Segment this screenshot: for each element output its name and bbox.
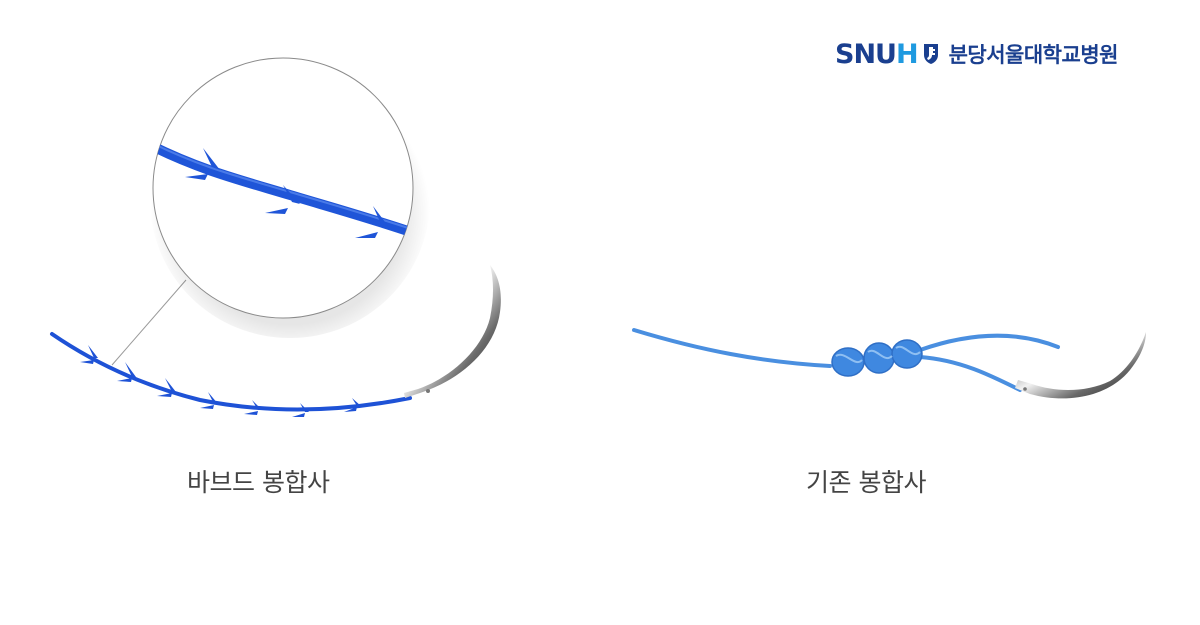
caption-barbed-suture: 바브드 봉합사 <box>187 468 330 497</box>
snuh-logo: SNU H 분당서울대학교병원 <box>835 34 1118 74</box>
barbed-suture-group <box>50 57 501 417</box>
suture-knots <box>831 339 923 377</box>
conventional-suture-group <box>632 328 1146 399</box>
shield-emblem-icon <box>923 44 938 64</box>
logo-snu-text: SNU <box>835 38 897 70</box>
magnifier-leader-line <box>111 279 187 366</box>
logo-h-text: H <box>895 38 919 70</box>
caption-conventional-suture: 기존 봉합사 <box>806 468 926 497</box>
magnified-barbed-thread <box>153 140 413 240</box>
curved-needle-right <box>1015 332 1146 399</box>
logo-korean-text: 분당서울대학교병원 <box>948 43 1119 67</box>
curved-needle-left <box>404 265 501 398</box>
